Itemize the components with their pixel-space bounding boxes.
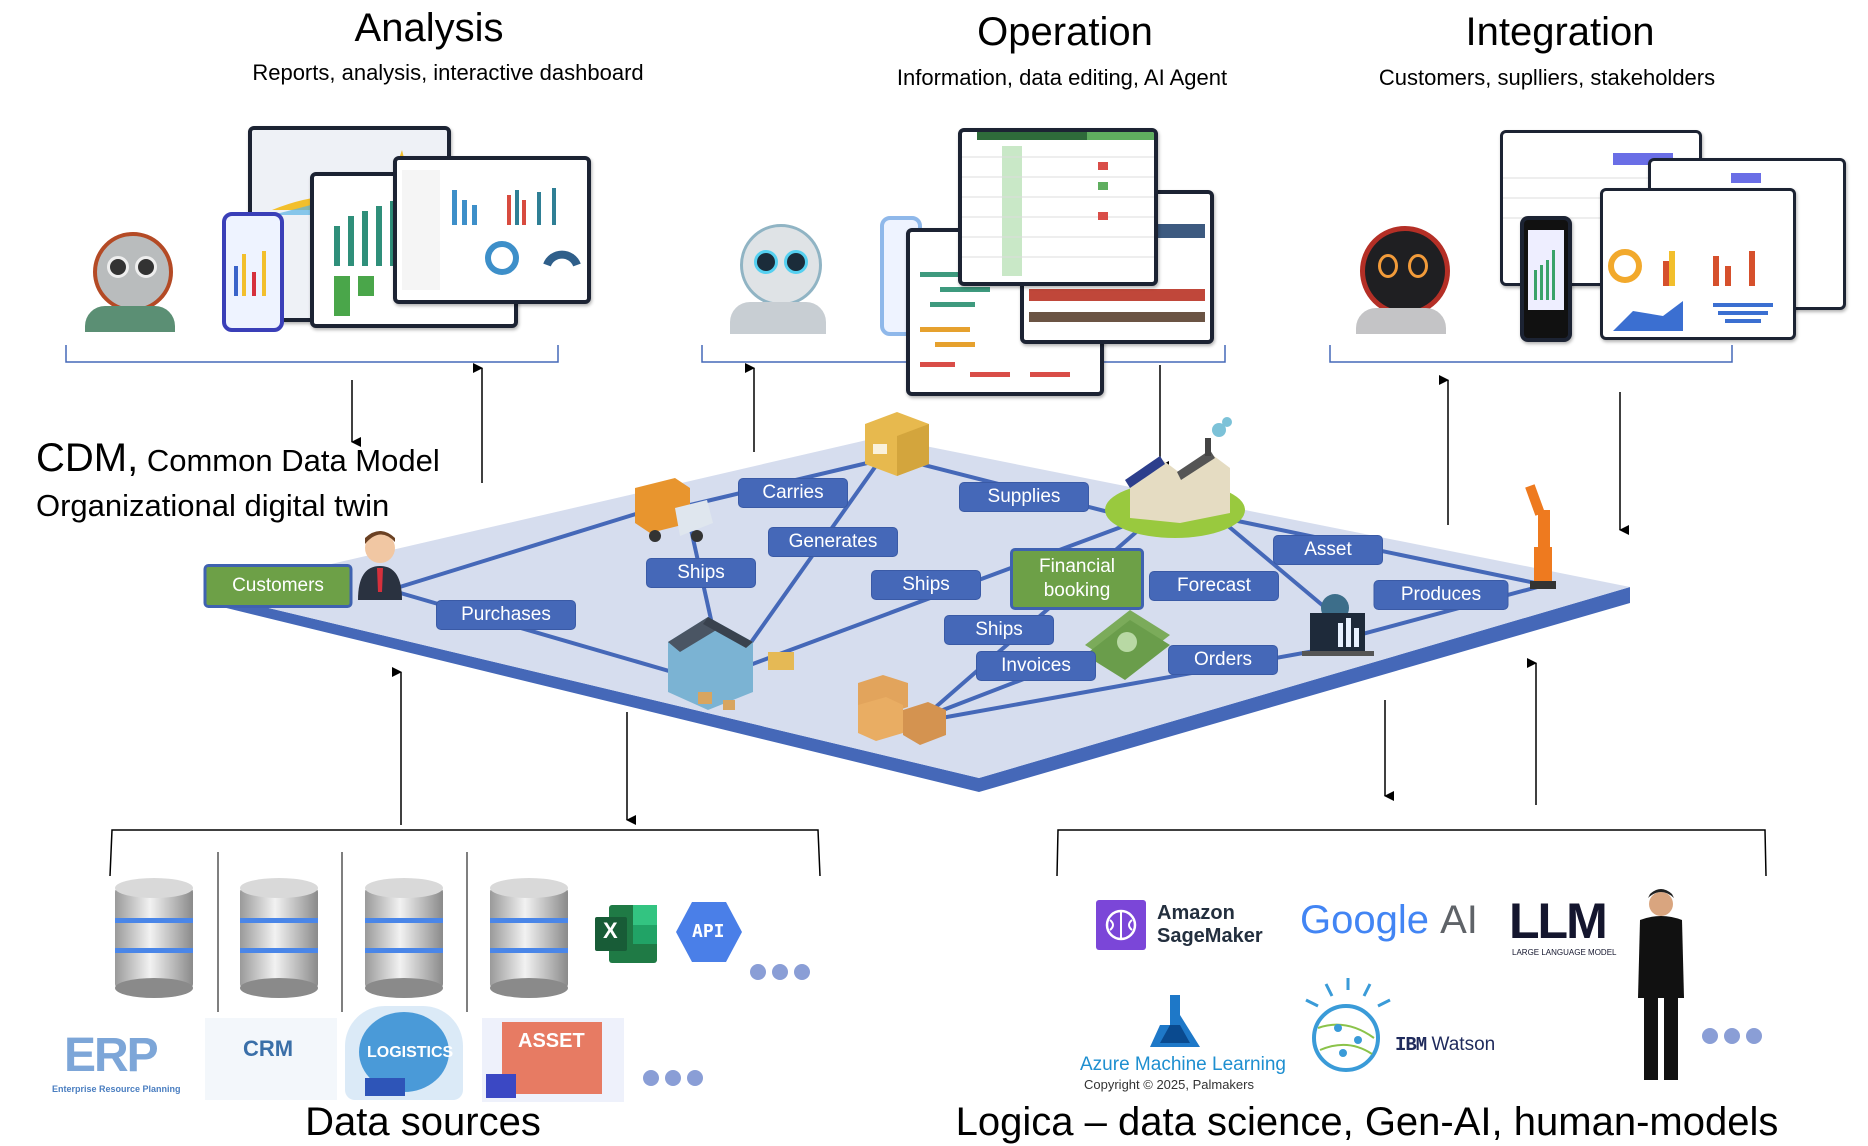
truck-icon <box>635 478 713 542</box>
cdm-platform <box>206 437 1630 792</box>
erp-label: ERP <box>64 1029 159 1082</box>
sagemaker-logo: Amazon SageMaker <box>1157 902 1263 948</box>
edge-analytics-robot <box>1339 583 1546 642</box>
more-sources-dots <box>643 1070 703 1086</box>
crm-label: CRM <box>243 1036 294 1061</box>
factory-icon <box>1105 417 1245 538</box>
node-financial-booking-line2: booking <box>1043 580 1111 601</box>
ibm-word: IBM <box>1395 1034 1427 1056</box>
integration-robot-avatar <box>1346 226 1456 334</box>
edge-label-ships-2[interactable]: Ships <box>871 570 981 600</box>
erp-source: ERP Enterprise Resource Planning <box>52 1020 184 1098</box>
boxes-icon <box>858 675 946 745</box>
customer-person-icon <box>358 531 402 600</box>
azure-ml-icon <box>1150 995 1200 1047</box>
llm-logo: LLM <box>1509 893 1608 949</box>
cdm-heading: CDM, Common Data Model <box>36 436 440 481</box>
integration-subtitle: Customers, suplliers, stakeholders <box>1378 65 1716 90</box>
warehouse-icon <box>668 617 794 710</box>
operation-table-screen <box>958 128 1158 286</box>
bracket-analysis <box>65 345 559 363</box>
analysis-robot-avatar <box>75 232 185 332</box>
logistics-source: LOGISTICS <box>345 1006 463 1100</box>
more-databases-dots <box>750 964 810 980</box>
azure-ml-word: Machine Learning <box>1134 1054 1286 1075</box>
ibm-watson-globe-icon <box>1305 978 1391 1072</box>
edge-label-asset[interactable]: Asset <box>1273 535 1383 565</box>
logistics-label: LOGISTICS <box>367 1044 454 1061</box>
azure-word: Azure <box>1080 1054 1130 1075</box>
integration-phone-mockup <box>1520 216 1572 342</box>
edge-label-produces[interactable]: Produces <box>1373 580 1509 610</box>
sagemaker-line1: Amazon <box>1157 902 1235 924</box>
watson-word: Watson <box>1431 1034 1496 1055</box>
node-financial-booking[interactable]: Financial booking <box>1010 548 1144 610</box>
edge-label-carries[interactable]: Carries <box>738 478 848 508</box>
api-label: API <box>692 921 725 942</box>
money-icon <box>1085 610 1170 680</box>
brackets <box>65 345 1733 363</box>
analysis-dashboard-front <box>393 156 591 304</box>
edge-label-forecast[interactable]: Forecast <box>1149 571 1279 601</box>
data-sources-title: Data sources <box>305 1100 541 1144</box>
edge-label-purchases[interactable]: Purchases <box>436 600 576 630</box>
node-customers[interactable]: Customers <box>203 564 353 608</box>
edge-label-supplies[interactable]: Supplies <box>959 482 1089 512</box>
integration-title: Integration <box>1465 10 1655 54</box>
edge-label-ships-3[interactable]: Ships <box>944 615 1054 645</box>
google-ai-logo: Google AI <box>1300 898 1478 943</box>
edge-box-warehouse <box>733 458 882 667</box>
edge-customer-truck <box>389 503 666 592</box>
operation-subtitle: Information, data editing, AI Agent <box>896 65 1228 90</box>
asset-source: ASSET <box>482 1018 624 1102</box>
cdm-full-name: Common Data Model <box>146 443 440 478</box>
copyright-text: Copyright © 2025, Palmakers <box>1084 1077 1254 1092</box>
sagemaker-logo-icon <box>1096 900 1146 950</box>
erp-caption: Enterprise Resource Planning <box>52 1084 181 1094</box>
analysis-title: Analysis <box>354 6 504 50</box>
logica-title: Logica – data science, Gen-AI, human-mod… <box>955 1100 1779 1144</box>
bracket-data-sources <box>109 829 821 877</box>
human-model-figure <box>1638 889 1684 1080</box>
azure-ml-logo: Azure Machine Learning <box>1080 1054 1286 1076</box>
edge-factory-analytics <box>1213 513 1342 622</box>
asset-label: ASSET <box>518 1030 585 1052</box>
google-wordmark: Google <box>1300 898 1429 942</box>
platform-top <box>206 437 1630 778</box>
edge-label-ships[interactable]: Ships <box>646 558 756 588</box>
google-ai-suffix: AI <box>1440 898 1478 942</box>
excel-letter: X <box>603 918 618 943</box>
node-financial-booking-line1: Financial <box>1038 556 1116 577</box>
package-box-icon <box>865 412 929 476</box>
llm-caption: LARGE LANGUAGE MODEL <box>1512 948 1617 957</box>
bracket-integration <box>1329 345 1733 363</box>
brackets-bottom <box>109 829 1767 1012</box>
edge-label-generates[interactable]: Generates <box>768 527 898 557</box>
flow-arrows <box>351 363 1629 825</box>
robot-arm-icon <box>1525 484 1556 589</box>
bracket-logica <box>1056 829 1767 877</box>
analytics-laptop-icon <box>1302 594 1374 656</box>
cdm-abbr: CDM, <box>36 436 139 480</box>
crm-source: CRM <box>205 1018 337 1100</box>
integration-analytics-screen <box>1600 188 1796 340</box>
analysis-subtitle: Reports, analysis, interactive dashboard <box>252 60 644 85</box>
edge-label-invoices[interactable]: Invoices <box>976 651 1096 681</box>
sagemaker-line2: SageMaker <box>1157 925 1263 947</box>
edge-label-orders[interactable]: Orders <box>1168 645 1278 675</box>
operation-robot-avatar <box>722 224 834 334</box>
ibm-watson-logo: IBM Watson <box>1395 1034 1495 1056</box>
cdm-subheading: Organizational digital twin <box>36 488 390 523</box>
analysis-phone-mockup <box>222 212 284 332</box>
more-models-dots <box>1702 1028 1762 1044</box>
operation-title: Operation <box>977 10 1153 54</box>
